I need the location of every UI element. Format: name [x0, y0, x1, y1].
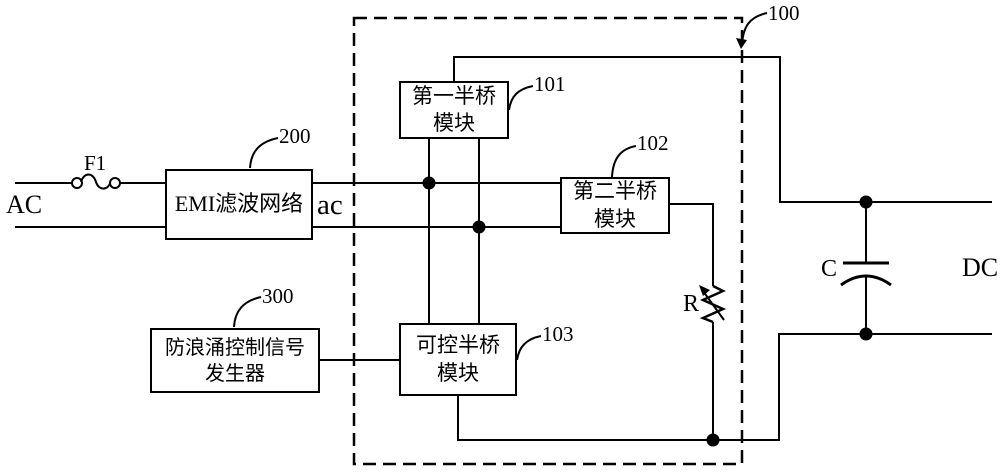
- leader-103: [516, 335, 542, 361]
- ref-300: 300: [262, 284, 294, 308]
- ac-input-label: AC: [6, 190, 43, 219]
- emi-filter-label: EMI滤波网络: [174, 191, 304, 217]
- capacitor-bottom-plate-icon: [840, 274, 892, 287]
- first-half-bridge-box: 第一半桥 模块: [399, 81, 509, 139]
- fuse-element-icon: [80, 173, 112, 190]
- surge-generator-label-line1: 防浪涌控制信号: [165, 336, 305, 359]
- second-half-bridge-label-line2: 模块: [594, 206, 636, 231]
- ref-100: 100: [768, 1, 800, 25]
- dashed-enclosure: [352, 16, 744, 466]
- first-half-bridge-label-line2: 模块: [433, 111, 475, 135]
- dc-minus-rail: [457, 333, 992, 441]
- junction-dot: [472, 220, 486, 234]
- capacitor-label: C: [821, 256, 838, 282]
- surge-generator-label-line2: 发生器: [205, 362, 265, 385]
- dc-plus-rail: [453, 56, 992, 203]
- dc-output-label: DC: [962, 253, 999, 282]
- fuse-terminal-right: [109, 177, 121, 189]
- fuse-label: F1: [84, 151, 107, 175]
- second-half-bridge-box: 第二半桥 模块: [560, 177, 670, 234]
- ref-101: 101: [534, 72, 566, 96]
- first-half-bridge-label-line1: 第一半桥: [412, 83, 496, 108]
- surge-generator-box: 防浪涌控制信号 发生器: [150, 328, 320, 393]
- controllable-half-bridge-box: 可控半桥 模块: [399, 323, 517, 396]
- ref-103: 103: [542, 322, 574, 346]
- ref-200: 200: [279, 124, 311, 148]
- leader-300: [233, 296, 262, 328]
- leader-102: [611, 145, 637, 178]
- ac-internal-label: ac: [317, 189, 343, 221]
- varistor-arrow-line: [702, 290, 725, 321]
- second-half-bridge-label-line1: 第二半桥: [573, 179, 657, 204]
- second-bridge-output-wire: [670, 203, 714, 286]
- junction-dot: [706, 433, 720, 447]
- fuse-terminal-left: [71, 177, 83, 189]
- emi-filter-box: EMI滤波网络: [165, 169, 313, 240]
- leader-200: [249, 137, 279, 169]
- junction-dot: [859, 327, 873, 341]
- junction-dot: [859, 195, 873, 209]
- varistor-arrow-head: [699, 285, 710, 296]
- ref-102: 102: [637, 131, 669, 155]
- controllable-half-bridge-label-line2: 模块: [437, 360, 479, 385]
- leader-100-arrow-head: [736, 38, 747, 49]
- controllable-half-bridge-label-line1: 可控半桥: [416, 333, 500, 358]
- junction-dot: [422, 176, 436, 190]
- resistor-label: R: [683, 291, 700, 317]
- leader-101: [508, 85, 534, 111]
